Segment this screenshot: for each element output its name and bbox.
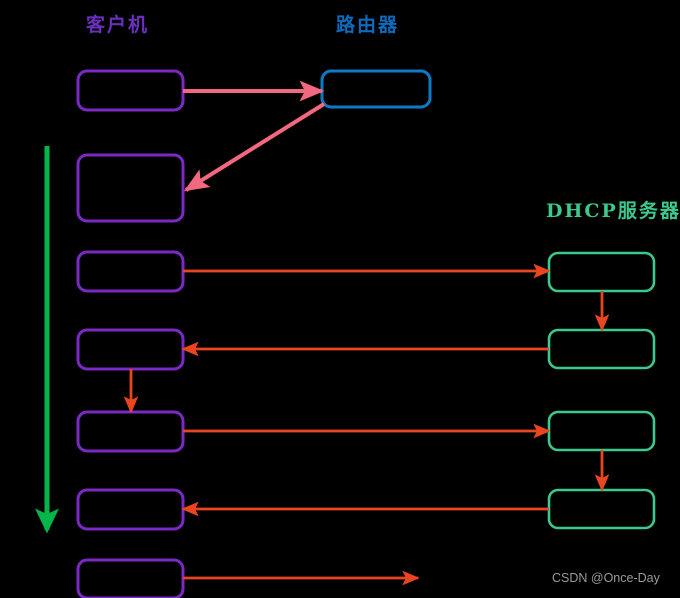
- client-box-2[interactable]: [76, 153, 185, 223]
- boxes-group: [76, 69, 656, 598]
- csdn-watermark: CSDN @Once-Day: [552, 571, 660, 585]
- server-box-1[interactable]: [547, 251, 656, 293]
- client-box-6[interactable]: [76, 488, 185, 531]
- server-box-4[interactable]: [547, 488, 656, 530]
- arrows-group: [123, 80, 610, 586]
- client-box-3[interactable]: [76, 250, 185, 293]
- server-label: DHCP服务器: [546, 200, 680, 222]
- client-label: 客户机: [86, 14, 150, 36]
- client-box-7[interactable]: [76, 558, 185, 598]
- server-box-3[interactable]: [547, 410, 656, 452]
- router-box-1[interactable]: [320, 69, 432, 109]
- arrow-router-to-client2: [183, 102, 326, 192]
- router-label: 路由器: [336, 14, 400, 36]
- server-box-2[interactable]: [547, 328, 656, 370]
- client-box-5[interactable]: [76, 410, 185, 453]
- client-box-1[interactable]: [76, 69, 185, 112]
- client-box-4[interactable]: [76, 328, 185, 371]
